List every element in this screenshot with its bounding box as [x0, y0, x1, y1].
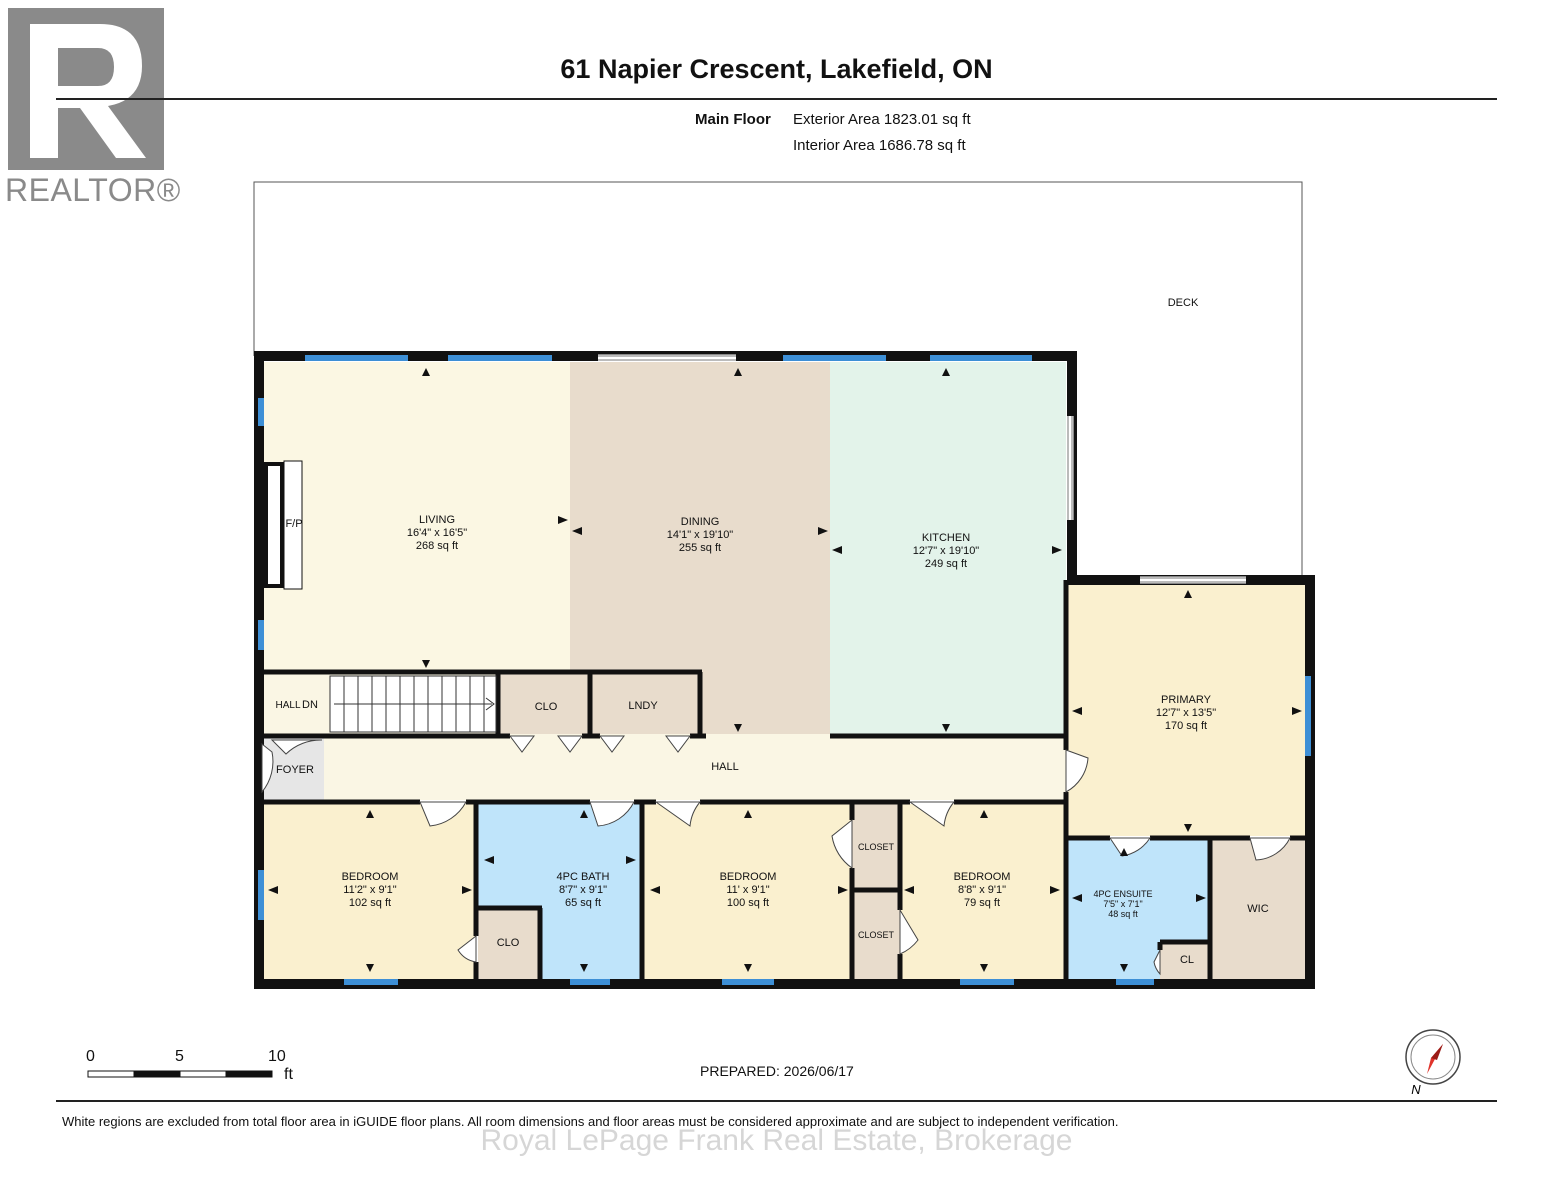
cl-fill	[1160, 942, 1210, 980]
bath-area: 65 sq ft	[565, 897, 601, 909]
stairs	[329, 675, 497, 733]
bedroom2-name: BEDROOM	[720, 871, 777, 883]
hall-fill	[262, 734, 1068, 800]
bedroom1-dims: 11'2" x 9'1"	[343, 884, 396, 896]
door-swings	[261, 735, 1291, 976]
closet2-label: CLOSET	[858, 930, 895, 940]
scale-label-5: 5	[175, 1048, 184, 1065]
kitchen-name: KITCHEN	[922, 532, 970, 544]
floor-label: Main Floor	[695, 111, 771, 128]
scale-unit: ft	[284, 1066, 293, 1083]
bath-dims: 8'7" x 9'1"	[559, 884, 607, 896]
windows	[258, 355, 1311, 985]
sliding-door-lines	[598, 355, 1246, 583]
stair-hall-label: HALL	[275, 700, 300, 711]
bedroom2-area: 100 sq ft	[727, 897, 769, 909]
clo-bath-fill	[478, 908, 540, 980]
ensuite-dims: 7'5" x 7'1"	[1103, 899, 1142, 909]
fireplace	[264, 460, 303, 590]
primary-dims: 12'7" x 13'5"	[1156, 707, 1216, 719]
living-area: 268 sq ft	[416, 540, 458, 552]
header-divider	[56, 98, 1497, 100]
closet1-label: CLOSET	[858, 842, 895, 852]
bedroom3-area: 79 sq ft	[964, 897, 1000, 909]
scale-label-10: 10	[268, 1048, 286, 1065]
scale-label-0: 0	[86, 1048, 95, 1065]
interior-walls	[262, 580, 1310, 984]
kitchen-fill	[830, 362, 1066, 734]
fireplace-label: F/P	[285, 518, 302, 530]
clo-top-label: CLO	[535, 701, 558, 713]
scale-bar	[87, 1070, 273, 1078]
deck-label: DECK	[1168, 297, 1199, 309]
lndy-fill	[590, 672, 700, 734]
compass-north-label: N	[1411, 1082, 1421, 1097]
bath-name: 4PC BATH	[557, 871, 610, 883]
disclaimer-text: White regions are excluded from total fl…	[62, 1114, 1119, 1129]
bedroom1-area: 102 sq ft	[349, 897, 391, 909]
dining-area: 255 sq ft	[679, 542, 721, 554]
primary-name: PRIMARY	[1161, 694, 1212, 706]
brokerage-watermark: Royal LePage Frank Real Estate, Brokerag…	[480, 1124, 1073, 1157]
clo-bath-label: CLO	[497, 937, 520, 949]
primary-area: 170 sq ft	[1165, 720, 1207, 732]
foyer-label: FOYER	[276, 764, 314, 776]
down-label: DN	[302, 699, 318, 711]
interior-area: Interior Area 1686.78 sq ft	[793, 137, 966, 154]
laundry-label: LNDY	[628, 700, 658, 712]
page-title: 61 Napier Crescent, Lakefield, ON	[560, 54, 993, 84]
dimension-arrows	[268, 368, 1302, 972]
deck-outline	[253, 181, 1303, 576]
bedroom1-fill	[262, 804, 476, 980]
bedroom3-fill	[900, 804, 1066, 980]
bedroom3-dims: 8'8" x 9'1"	[958, 884, 1006, 896]
sliding-doors	[598, 354, 1246, 584]
bedroom2-dims: 11' x 9'1"	[726, 884, 769, 896]
bedroom1-name: BEDROOM	[342, 871, 399, 883]
wic-label: WIC	[1247, 903, 1268, 915]
living-dims: 16'4" x 16'5"	[407, 527, 467, 539]
primary-fill	[1068, 582, 1308, 836]
bedroom2-fill	[644, 804, 852, 980]
living-fill	[262, 362, 570, 672]
exterior-area: Exterior Area 1823.01 sq ft	[793, 111, 971, 128]
ensuite-area: 48 sq ft	[1108, 909, 1138, 919]
dining-name: DINING	[681, 516, 720, 528]
bedroom3-name: BEDROOM	[954, 871, 1011, 883]
ensuite-name: 4PC ENSUITE	[1093, 889, 1152, 899]
living-name: LIVING	[419, 514, 455, 526]
prepared-date: PREPARED: 2026/06/17	[700, 1063, 854, 1079]
dining-dims: 14'1" x 19'10"	[667, 529, 734, 541]
compass-icon	[1405, 1029, 1461, 1085]
kitchen-area: 249 sq ft	[925, 558, 967, 570]
kitchen-dims: 12'7" x 19'10"	[913, 545, 980, 557]
footer-divider	[56, 1100, 1497, 1102]
clo-top-fill	[500, 672, 590, 734]
cl-label: CL	[1180, 954, 1194, 966]
hall-label: HALL	[711, 761, 739, 773]
realtor-r-icon	[8, 8, 164, 175]
wic-fill	[1210, 840, 1306, 980]
realtor-wordmark: REALTOR®	[5, 172, 181, 208]
exterior-walls	[254, 351, 1315, 989]
